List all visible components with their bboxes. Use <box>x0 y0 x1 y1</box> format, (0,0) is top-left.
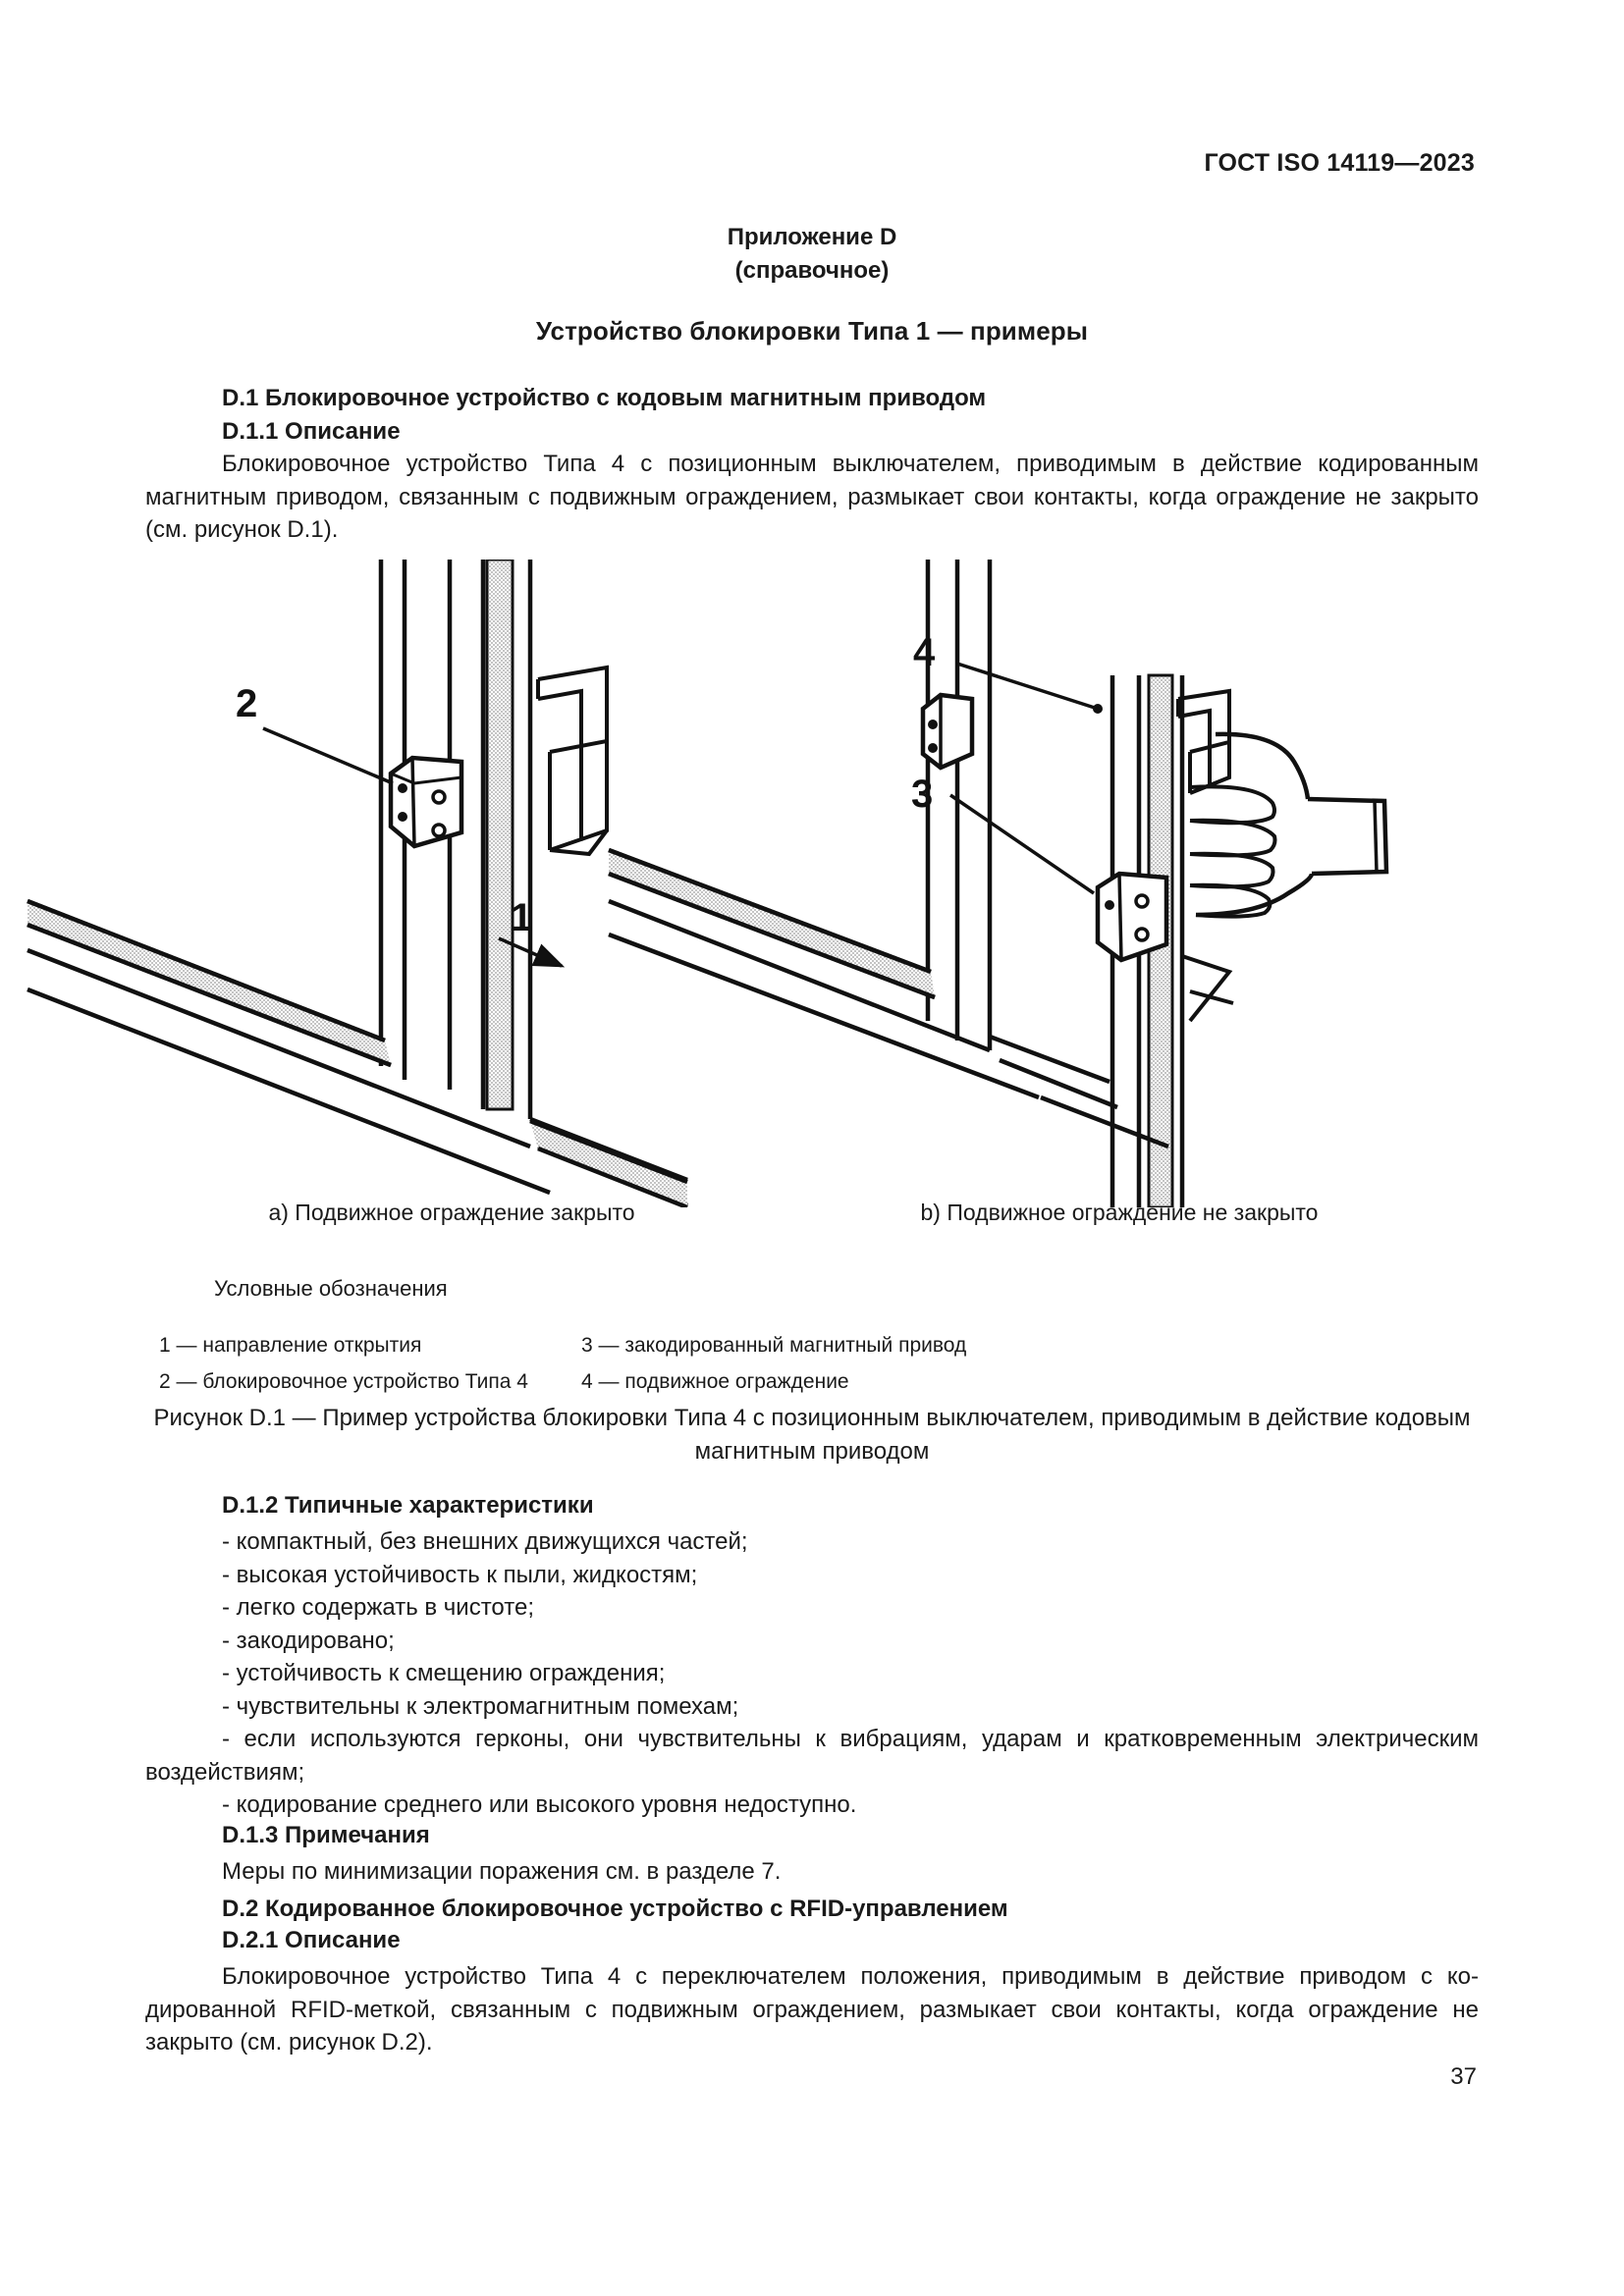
heading-d1: D.1 Блокировочное устройство с кодовым м… <box>222 385 987 411</box>
annex-title: Приложение D <box>727 224 897 250</box>
lower-content: D.1.2 Типичные характеристики - компактн… <box>145 1492 1479 2059</box>
heading-d1-3: D.1.3 Примечания <box>222 1821 430 1848</box>
legend-row: 2 — блокировочное устройство Типа 4 4 — … <box>159 1363 1239 1400</box>
heading-d2: D.2 Кодированное блокировочное устройств… <box>222 1896 1008 1922</box>
callout-3: 3 <box>911 773 933 816</box>
annex-heading-block: Приложение D (справочное) <box>0 221 1624 288</box>
figure-title: Рисунок D.1 — Пример устройства блокиров… <box>145 1402 1479 1468</box>
figure-d1-illustration: 2 1 4 3 <box>0 560 1624 1207</box>
coded-magnet-actuator <box>1095 871 1169 963</box>
floor-rail-b <box>608 847 1169 1149</box>
bullet-item: - закодировано; <box>222 1627 395 1654</box>
legend-item-4: 4 — подвижное ограждение <box>581 1370 849 1393</box>
paragraph-d2-1: Блокировочное устройство Типа 4 с перекл… <box>145 1963 1479 2056</box>
caption-subfigure-a: a) Подвижное ограждение закрыто <box>268 1200 635 1225</box>
figure-svg: 2 1 4 3 <box>27 560 1389 1207</box>
bullet-item: - высокая устойчивость к пыли, жидкостям… <box>222 1561 698 1588</box>
floor-rail-a <box>27 898 688 1207</box>
heading-d1-2: D.1.2 Типичные характеристики <box>222 1492 594 1519</box>
bullet-item: - устойчивость к смещению ограждения; <box>222 1660 666 1686</box>
bullet-item: - кодирование среднего или высокого уров… <box>222 1791 857 1818</box>
interlock-switch-block-b-left <box>920 692 975 771</box>
callout-1: 1 <box>511 896 532 939</box>
bullet-item: - чувствительны к электромагнитным помех… <box>222 1692 739 1720</box>
legend-item-1: 1 — направление открытия <box>159 1334 422 1357</box>
page-title: Устройство блокировки Типа 1 — примеры <box>535 316 1089 346</box>
figure-title-line-1: Рисунок D.1 — Пример устройства блокиров… <box>153 1405 1369 1431</box>
callout-4: 4 <box>913 631 936 674</box>
subfigure-captions: a) Подвижное ограждение закрыто b) Подви… <box>0 1200 1624 1233</box>
legend-item-3: 3 — закодированный магнитный привод <box>581 1334 967 1357</box>
page-number: 37 <box>1450 2063 1477 2090</box>
paragraph-d1-1: Блокировочное устройство Типа 4 с позици… <box>145 451 1479 543</box>
legend-heading: Условные обозначения <box>214 1276 448 1301</box>
annex-subtitle: (справочное) <box>734 257 890 284</box>
subfigure-a <box>27 560 688 1207</box>
paragraph-d1-3: Меры по минимизации поражения см. в разд… <box>222 1857 782 1885</box>
heading-d1-1: D.1.1 Описание <box>222 418 401 445</box>
heading-d2-1: D.2.1 Описание <box>222 1927 401 1953</box>
legend-grid: 1 — направление открытия 3 — закодирован… <box>159 1327 1239 1400</box>
interlock-switch-block-a <box>388 755 464 849</box>
bullet-item: - если используются герконы, они чувстви… <box>145 1726 1479 1786</box>
hand-illustration <box>1189 731 1389 919</box>
running-head: ГОСТ ISO 14119—2023 <box>1204 149 1475 177</box>
legend-item-2: 2 — блокировочное устройство Типа 4 <box>159 1370 528 1393</box>
figure-title-line-2: кодовым магнитным приводом <box>694 1405 1471 1465</box>
legend-row: 1 — направление открытия 3 — закодирован… <box>159 1327 1239 1363</box>
callout-2: 2 <box>236 682 257 725</box>
bullet-item: - компактный, без внешних движущихся час… <box>222 1528 748 1555</box>
upper-content: D.1 Блокировочное устройство с кодовым м… <box>145 385 1479 547</box>
caption-subfigure-b: b) Подвижное ограждение не закрыто <box>920 1200 1319 1225</box>
subfigure-b <box>608 560 1389 1207</box>
bullet-item: - легко содержать в чистоте; <box>222 1594 534 1621</box>
